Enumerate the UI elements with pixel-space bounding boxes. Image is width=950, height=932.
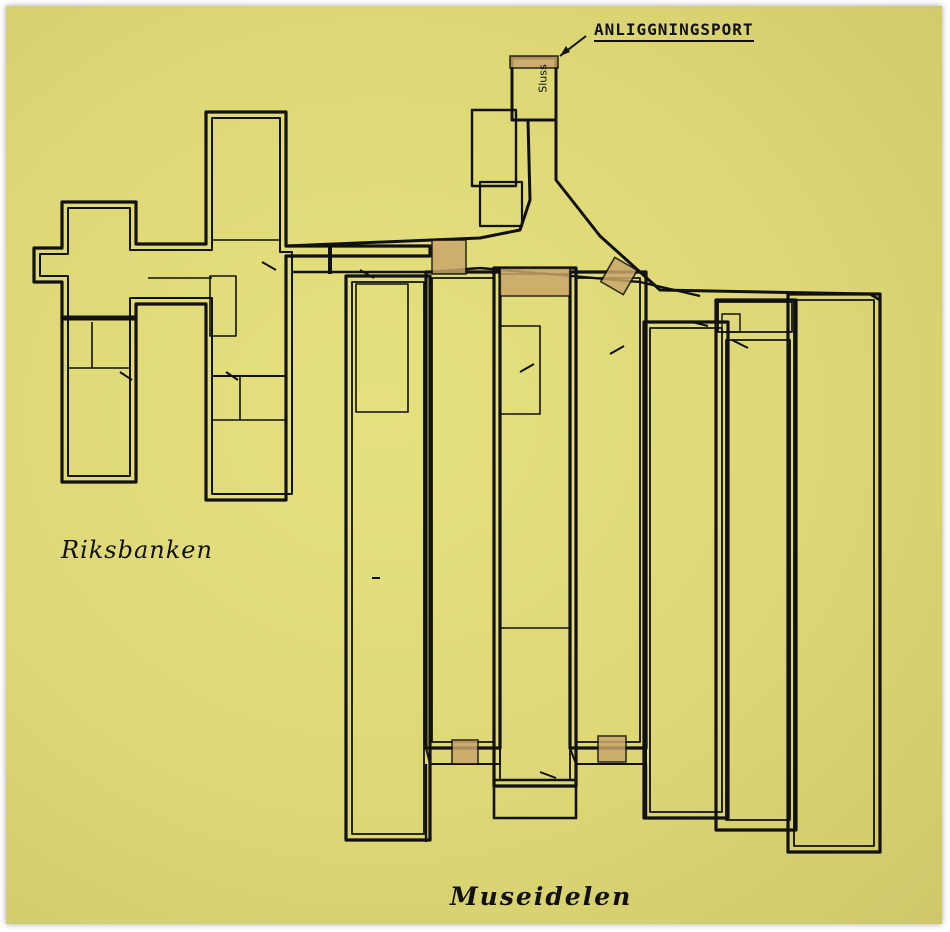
museum-wing-6 bbox=[714, 298, 798, 832]
museidelen-label: Museidelen bbox=[450, 882, 633, 911]
sluss-label: Sluss bbox=[536, 64, 550, 93]
riksbanken-inner bbox=[39, 117, 293, 495]
door-gate bbox=[509, 55, 559, 69]
riksbanken-outer bbox=[32, 110, 432, 502]
museum-wing-2 bbox=[424, 270, 502, 750]
door-bottom-1 bbox=[451, 739, 479, 765]
door-corridor-1 bbox=[431, 239, 467, 275]
riksbanken-label: Riksbanken bbox=[61, 536, 213, 564]
gate-label: ANLIGGNINGSPORT bbox=[594, 20, 754, 42]
museum-wing-4 bbox=[568, 270, 648, 750]
floor-plan bbox=[32, 35, 882, 854]
door-bottom-2 bbox=[597, 735, 627, 763]
door-wing-3 bbox=[499, 267, 571, 297]
museum-wing-1 bbox=[344, 274, 432, 842]
door-corridor-2 bbox=[599, 256, 639, 296]
museum-wing-3 bbox=[492, 266, 578, 788]
museum-wing-7 bbox=[786, 292, 882, 854]
museum-wing-5 bbox=[642, 320, 730, 820]
paper-sheet: ANLIGGNINGSPORT Sluss Riksbanken Museide… bbox=[6, 6, 942, 924]
